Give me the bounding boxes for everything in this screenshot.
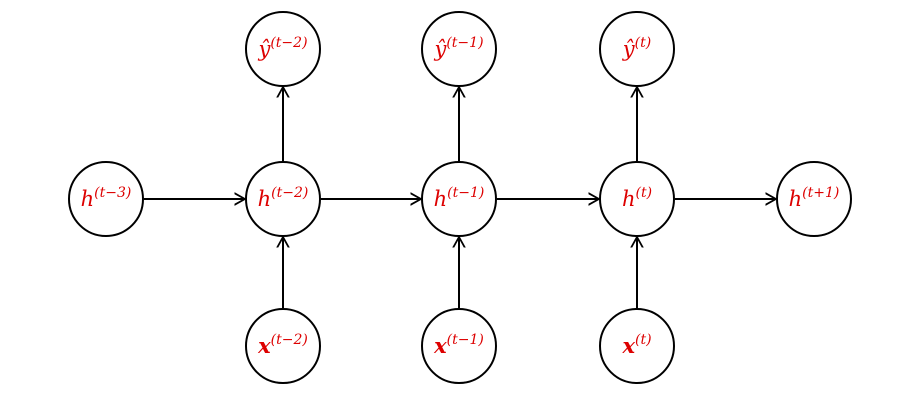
node-label-h-t-3: h(t−3): [81, 185, 132, 211]
node-x-t-2: x(t−2): [245, 308, 321, 384]
node-x-t-1: x(t−1): [421, 308, 497, 384]
node-circle-h-t-1: [421, 161, 497, 237]
node-label-y-t: ŷ(t): [622, 35, 651, 61]
node-h-t: h(t): [599, 161, 675, 237]
node-h-t-1: h(t−1): [421, 161, 497, 237]
node-circle-h-t-2: [245, 161, 321, 237]
node-y-t: ŷ(t): [599, 11, 675, 87]
node-label-h-t-2: h(t−2): [258, 185, 309, 211]
node-label-x-t: x(t): [621, 332, 651, 358]
node-circle-h-t: [599, 161, 675, 237]
node-circle-y-t-2: [245, 11, 321, 87]
node-label-h-t+1: h(t+1): [789, 185, 840, 211]
node-h-t-3: h(t−3): [68, 161, 144, 237]
node-label-h-t-1: h(t−1): [434, 185, 485, 211]
node-label-h-t: h(t): [622, 185, 652, 211]
node-x-t: x(t): [599, 308, 675, 384]
node-circle-x-t-1: [421, 308, 497, 384]
node-y-t-2: ŷ(t−2): [245, 11, 321, 87]
node-h-t+1: h(t+1): [776, 161, 852, 237]
node-label-x-t-2: x(t−2): [257, 332, 308, 358]
node-label-y-t-2: ŷ(t−2): [257, 35, 307, 61]
node-h-t-2: h(t−2): [245, 161, 321, 237]
node-circle-x-t: [599, 308, 675, 384]
node-circle-x-t-2: [245, 308, 321, 384]
node-circle-h-t-3: [68, 161, 144, 237]
node-y-t-1: ŷ(t−1): [421, 11, 497, 87]
node-circle-y-t: [599, 11, 675, 87]
node-label-x-t-1: x(t−1): [433, 332, 484, 358]
node-circle-y-t-1: [421, 11, 497, 87]
node-circle-h-t+1: [776, 161, 852, 237]
node-label-y-t-1: ŷ(t−1): [433, 35, 483, 61]
